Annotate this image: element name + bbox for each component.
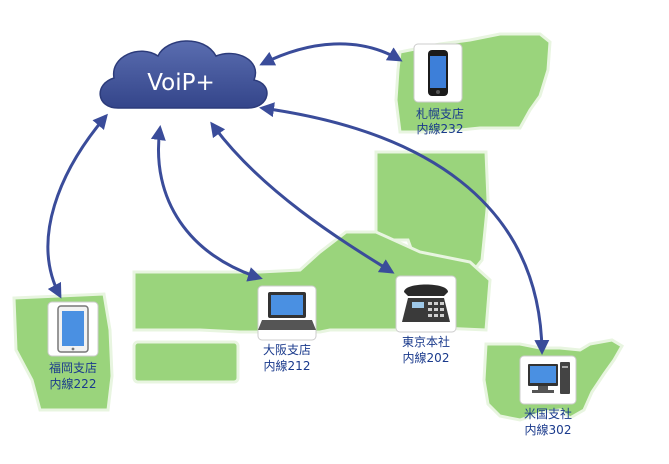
node-name: 米国支社 xyxy=(524,406,572,421)
tablet-icon xyxy=(57,305,89,353)
node-fukuoka: 福岡支店 内線222 xyxy=(47,301,99,391)
voip-cloud: VoiP+ xyxy=(99,40,268,109)
node-ext: 内線302 xyxy=(525,422,572,437)
arrow-cloud-fukuoka xyxy=(46,113,108,299)
node-name: 大阪支店 xyxy=(263,343,311,357)
node-tokyo: 東京本社 内線202 xyxy=(395,275,457,365)
node-sapporo: 札幌支店 内線232 xyxy=(413,43,464,136)
arrow-cloud-osaka xyxy=(150,125,263,282)
smartphone-icon xyxy=(428,50,448,96)
connection-arrows xyxy=(46,42,550,355)
node-ext: 内線222 xyxy=(50,376,97,391)
node-ext: 内線232 xyxy=(417,121,464,136)
desktop-pc-icon xyxy=(528,362,570,394)
node-usa: 米国支社 内線302 xyxy=(519,355,577,437)
node-ext: 内線202 xyxy=(403,350,450,365)
node-osaka: 大阪支店 内線212 xyxy=(257,285,317,373)
cloud-label: VoiP+ xyxy=(147,70,215,96)
laptop-icon xyxy=(258,292,316,330)
node-ext: 内線212 xyxy=(264,358,311,373)
node-name: 札幌支店 xyxy=(416,106,464,121)
desk-phone-icon xyxy=(402,284,450,322)
arrow-cloud-usa xyxy=(259,102,550,355)
node-name: 東京本社 xyxy=(402,334,450,349)
map-shikoku xyxy=(132,340,240,384)
arrow-cloud-sapporo xyxy=(259,42,403,66)
node-name: 福岡支店 xyxy=(49,360,97,375)
